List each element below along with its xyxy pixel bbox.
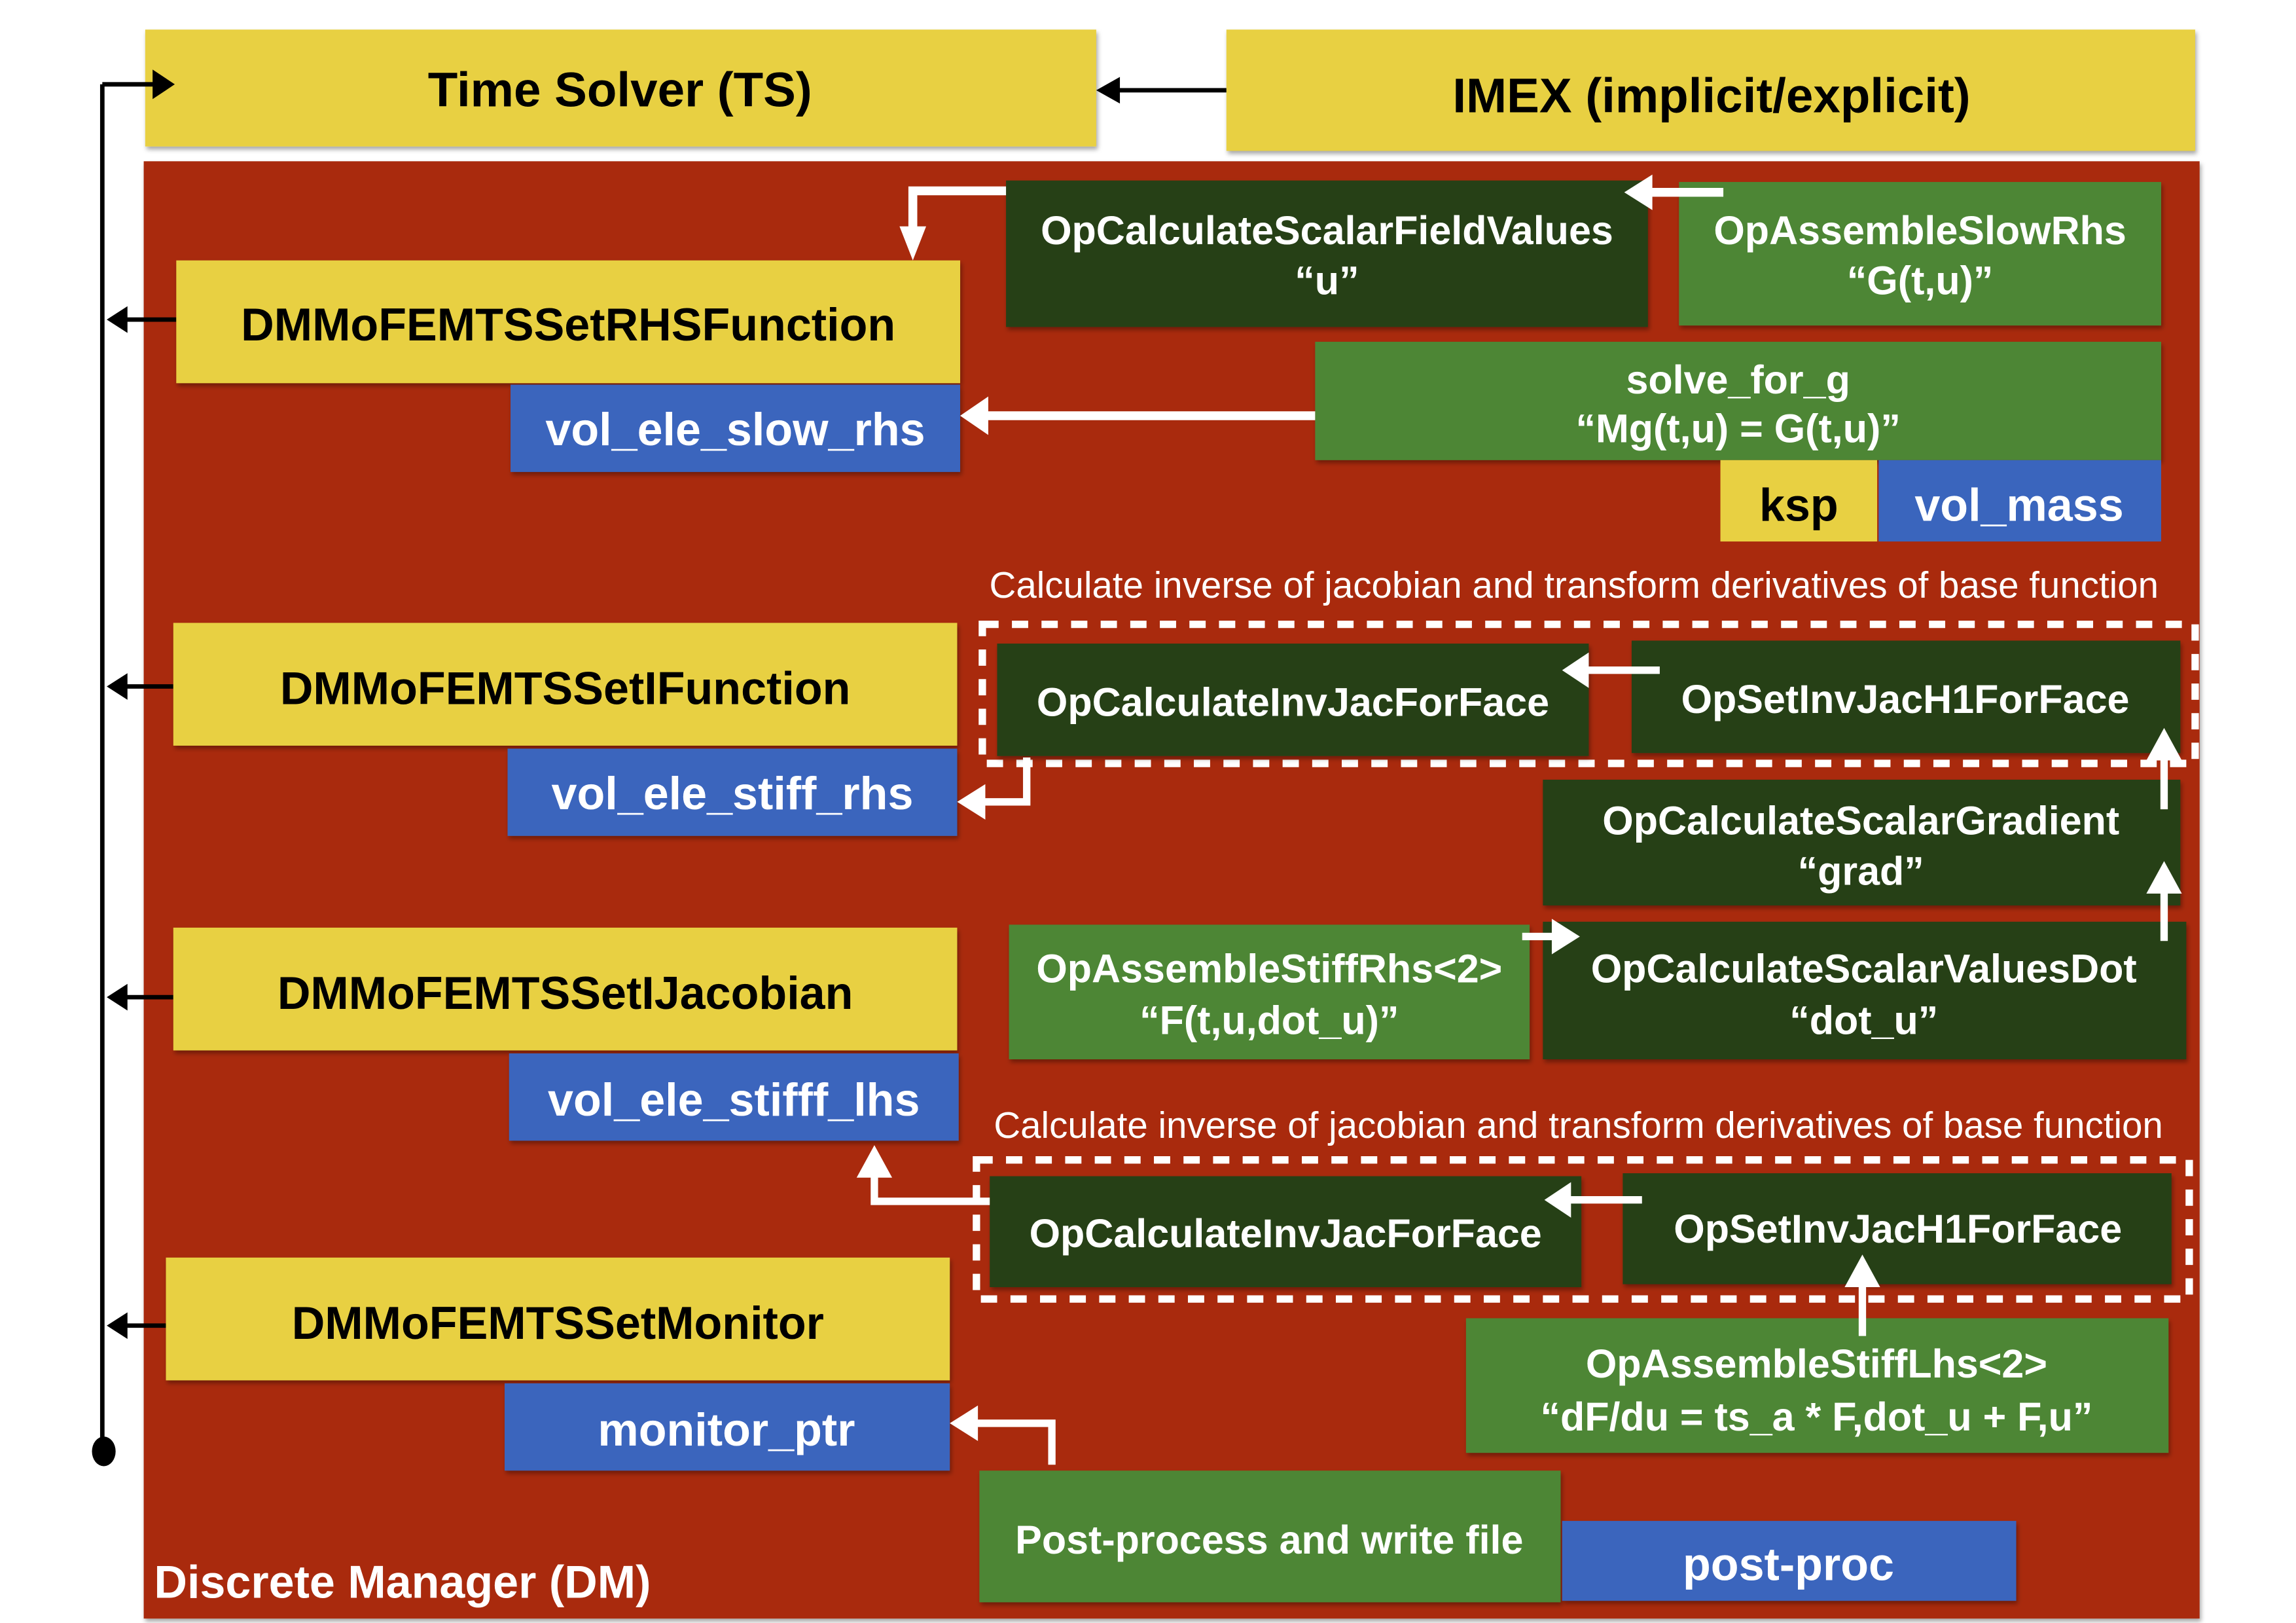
op-set-inv-jac-h1-for-face-2[interactable]: OpSetInvJacH1ForFace — [1623, 1173, 2172, 1285]
op-assemble-stiff-lhs-title: OpAssembleStiffLhs<2> — [1586, 1341, 2047, 1386]
post-proc-label: post-proc — [1683, 1539, 1894, 1590]
fn-set-ijacobian[interactable]: DMMoFEMTSSetIJacobian — [173, 927, 958, 1051]
bus-arrows — [107, 306, 177, 1340]
op-calculate-scalar-field-values[interactable]: OpCalculateScalarFieldValues “u” — [1006, 180, 1648, 327]
op-set-inv-jac-h1-for-face-2-label: OpSetInvJacH1ForFace — [1674, 1207, 2122, 1251]
op-calculate-scalar-gradient-title: OpCalculateScalarGradient — [1602, 799, 2119, 843]
bus-line — [92, 69, 175, 1467]
op-calculate-inv-jac-for-face-1-label: OpCalculateInvJacForFace — [1037, 680, 1549, 725]
element-vol-ele-slow-rhs[interactable]: vol_ele_slow_rhs — [511, 384, 961, 472]
ksp-box[interactable]: ksp — [1720, 460, 1878, 542]
fn-set-ijacobian-label: DMMoFEMTSSetIJacobian — [278, 968, 853, 1019]
fn-set-ifunction[interactable]: DMMoFEMTSSetIFunction — [173, 623, 958, 746]
op-assemble-slow-rhs-title: OpAssembleSlowRhs — [1713, 208, 2126, 253]
op-assemble-stiff-lhs[interactable]: OpAssembleStiffLhs<2> “dF/du = ts_a * F,… — [1465, 1318, 2169, 1453]
op-assemble-slow-rhs-sub: “G(t,u)” — [1847, 259, 1994, 303]
ijacobian-jacobian-group — [973, 1156, 2193, 1303]
element-monitor-ptr[interactable]: monitor_ptr — [504, 1383, 950, 1471]
caption-ifunction: Calculate inverse of jacobian and transf… — [990, 564, 2159, 606]
op-calculate-scalar-values-dot-title: OpCalculateScalarValuesDot — [1591, 947, 2137, 991]
op-assemble-stiff-rhs-title: OpAssembleStiffRhs<2> — [1036, 947, 1502, 991]
op-assemble-stiff-rhs[interactable]: OpAssembleStiffRhs<2> “F(t,u,dot_u)” — [1009, 924, 1530, 1060]
fn-set-monitor-label: DMMoFEMTSSetMonitor — [292, 1298, 824, 1349]
ijacobian-arrows — [856, 1145, 1880, 1336]
vol-mass-box[interactable]: vol_mass — [1878, 460, 2161, 542]
imex-to-ts-arrow — [1096, 77, 1227, 104]
op-set-inv-jac-h1-for-face-1-label: OpSetInvJacH1ForFace — [1681, 677, 2130, 721]
element-monitor-ptr-label: monitor_ptr — [598, 1404, 855, 1455]
element-vol-ele-stiff-rhs-label: vol_ele_stiff_rhs — [552, 768, 914, 819]
element-vol-ele-stiff-rhs[interactable]: vol_ele_stiff_rhs — [507, 748, 958, 836]
op-calculate-scalar-gradient-sub: “grad” — [1798, 848, 1924, 893]
op-set-inv-jac-h1-for-face-1[interactable]: OpSetInvJacH1ForFace — [1631, 640, 2181, 754]
solve-for-g-sub: “Mg(t,u) = G(t,u)” — [1575, 407, 1900, 451]
ksp-label: ksp — [1759, 479, 1839, 530]
dm-label: Discrete Manager (DM) — [154, 1557, 651, 1608]
bus-end-dot — [92, 1436, 116, 1467]
fn-set-monitor[interactable]: DMMoFEMTSSetMonitor — [166, 1257, 950, 1381]
element-vol-ele-slow-rhs-label: vol_ele_slow_rhs — [545, 404, 925, 455]
time-solver-box[interactable]: Time Solver (TS) — [145, 29, 1096, 147]
op-assemble-slow-rhs[interactable]: OpAssembleSlowRhs “G(t,u)” — [1679, 181, 2161, 326]
fn-set-ifunction-label: DMMoFEMTSSetIFunction — [280, 663, 851, 714]
post-process-box[interactable]: Post-process and write file — [979, 1470, 1561, 1603]
fn-set-rhs-function-label: DMMoFEMTSSetRHSFunction — [241, 299, 895, 350]
op-assemble-stiff-lhs-sub: “dF/du = ts_a * F,dot_u + F,u” — [1540, 1395, 2092, 1439]
solve-for-g[interactable]: solve_for_g “Mg(t,u) = G(t,u)” — [1315, 342, 2161, 460]
op-calculate-inv-jac-for-face-2-label: OpCalculateInvJacForFace — [1030, 1211, 1542, 1256]
op-calculate-scalar-field-values-title: OpCalculateScalarFieldValues — [1041, 208, 1613, 253]
op-calculate-scalar-values-dot[interactable]: OpCalculateScalarValuesDot “dot_u” — [1543, 921, 2187, 1060]
op-assemble-stiff-rhs-sub: “F(t,u,dot_u)” — [1139, 998, 1399, 1043]
op-calculate-scalar-values-dot-sub: “dot_u” — [1789, 998, 1938, 1043]
op-calculate-inv-jac-for-face-2[interactable]: OpCalculateInvJacForFace — [990, 1176, 1582, 1288]
imex-label: IMEX (implicit/explicit) — [1452, 68, 1970, 123]
element-vol-ele-stifff-lhs-label: vol_ele_stifff_lhs — [548, 1074, 920, 1125]
fn-set-rhs-function[interactable]: DMMoFEMTSSetRHSFunction — [176, 260, 961, 384]
op-calculate-scalar-field-values-sub: “u” — [1295, 259, 1359, 303]
time-solver-label: Time Solver (TS) — [428, 62, 812, 117]
imex-box[interactable]: IMEX (implicit/explicit) — [1226, 29, 2195, 151]
monitor-arrow — [950, 1405, 1056, 1465]
vol-mass-label: vol_mass — [1914, 479, 2123, 530]
ifunction-jacobian-group — [978, 620, 2199, 767]
solve-for-g-title: solve_for_g — [1626, 357, 1850, 402]
op-calculate-inv-jac-for-face-1[interactable]: OpCalculateInvJacForFace — [997, 644, 1589, 756]
post-process-label: Post-process and write file — [1015, 1518, 1523, 1562]
element-vol-ele-stifff-lhs[interactable]: vol_ele_stifff_lhs — [509, 1053, 959, 1141]
rhs-arrows — [899, 174, 1724, 435]
post-proc-box[interactable]: post-proc — [1562, 1521, 2017, 1601]
op-calculate-scalar-gradient[interactable]: OpCalculateScalarGradient “grad” — [1543, 779, 2181, 905]
caption-ijacobian: Calculate inverse of jacobian and transf… — [994, 1104, 2163, 1146]
ifunction-arrows — [957, 652, 2182, 955]
